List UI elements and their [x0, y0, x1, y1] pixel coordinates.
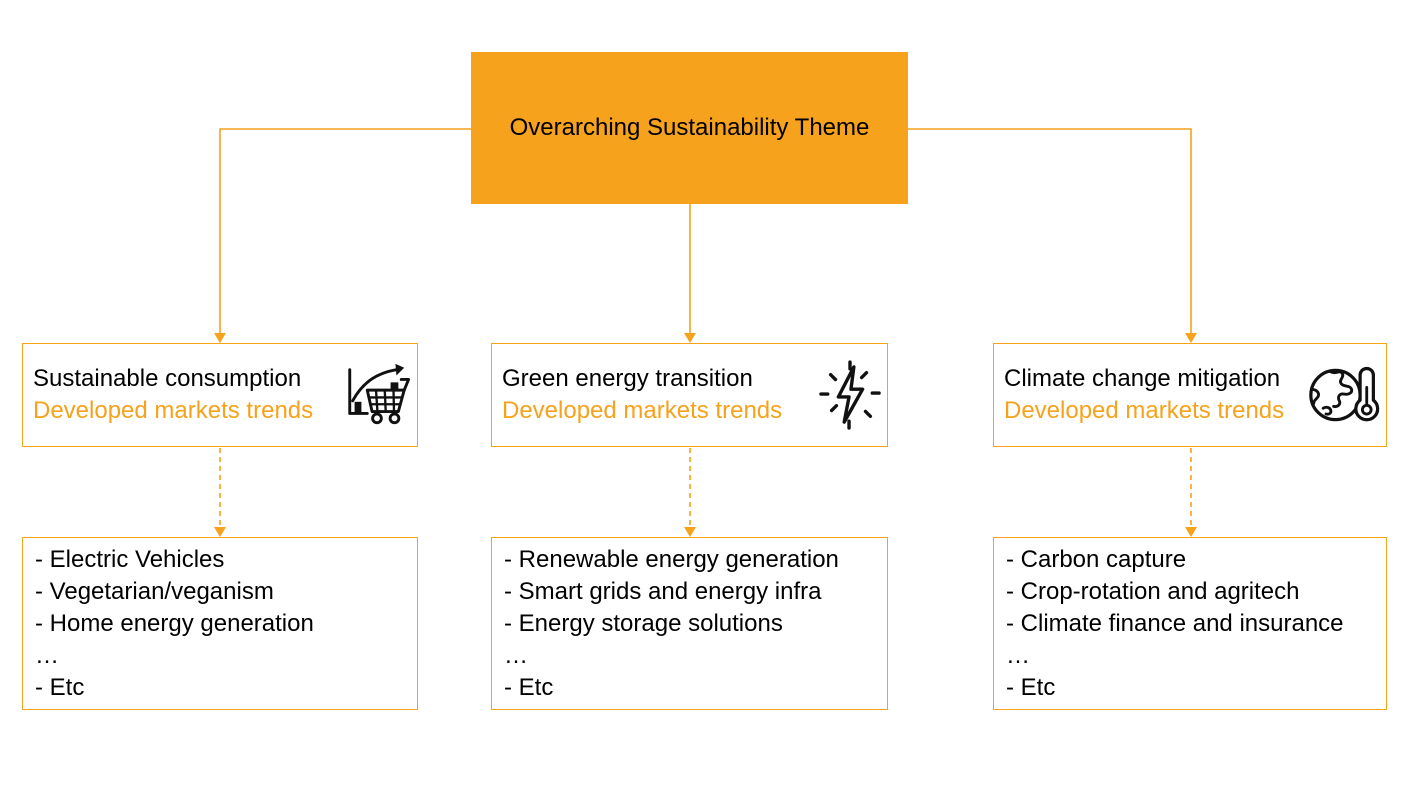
branch-subheading: Developed markets trends: [33, 397, 314, 424]
arrowhead-right-detail: [1185, 527, 1197, 537]
connector-root-to-left: [219, 128, 471, 334]
detail-box-climate-change-mitigation: - Carbon capture - Crop-rotation and agr…: [993, 537, 1387, 710]
list-item: - Etc: [1006, 674, 1056, 701]
arrowhead-left: [214, 333, 226, 343]
list-item: - Electric Vehicles: [35, 546, 225, 573]
arrowhead-left-detail: [214, 527, 226, 537]
list-item: - Climate finance and insurance: [1006, 610, 1344, 637]
detail-box-sustainable-consumption: - Electric Vehicles - Vegetarian/veganis…: [22, 537, 418, 710]
theme-root-label: Overarching Sustainability Theme: [509, 114, 870, 141]
arrowhead-middle-detail: [684, 527, 696, 537]
list-item: …: [1006, 642, 1030, 669]
branch-subheading: Developed markets trends: [1004, 397, 1285, 424]
branch-box-sustainable-consumption: Sustainable consumption Developed market…: [22, 343, 418, 447]
branch-heading: Climate change mitigation: [1004, 365, 1281, 392]
list-item: - Renewable energy generation: [504, 546, 839, 573]
list-item: - Energy storage solutions: [504, 610, 783, 637]
arrowhead-middle: [684, 333, 696, 343]
chart-shopping-cart-icon: [341, 363, 411, 427]
branch-box-green-energy-transition: Green energy transition Developed market…: [491, 343, 888, 447]
branch-subheading: Developed markets trends: [502, 397, 783, 424]
list-item: - Smart grids and energy infra: [504, 578, 822, 605]
list-item: - Crop-rotation and agritech: [1006, 578, 1300, 605]
branch-text: Sustainable consumption Developed market…: [33, 363, 313, 427]
list-item: - Vegetarian/veganism: [35, 578, 274, 605]
list-item: - Etc: [35, 674, 85, 701]
branch-heading: Sustainable consumption: [33, 365, 302, 392]
globe-thermometer-icon: [1308, 363, 1380, 427]
branch-box-climate-change-mitigation: Climate change mitigation Developed mark…: [993, 343, 1387, 447]
list-item: - Carbon capture: [1006, 546, 1187, 573]
theme-root-box: Overarching Sustainability Theme: [471, 52, 908, 204]
branch-heading: Green energy transition: [502, 365, 753, 392]
branch-text: Climate change mitigation Developed mark…: [1004, 363, 1284, 427]
arrowhead-right: [1185, 333, 1197, 343]
list-item: - Home energy generation: [35, 610, 314, 637]
branch-text: Green energy transition Developed market…: [502, 363, 782, 427]
lightning-spark-icon: [819, 360, 881, 430]
list-item: …: [504, 642, 528, 669]
list-item: - Etc: [504, 674, 554, 701]
connector-root-to-right: [908, 128, 1192, 334]
detail-box-green-energy-transition: - Renewable energy generation - Smart gr…: [491, 537, 888, 710]
list-item: …: [35, 642, 59, 669]
